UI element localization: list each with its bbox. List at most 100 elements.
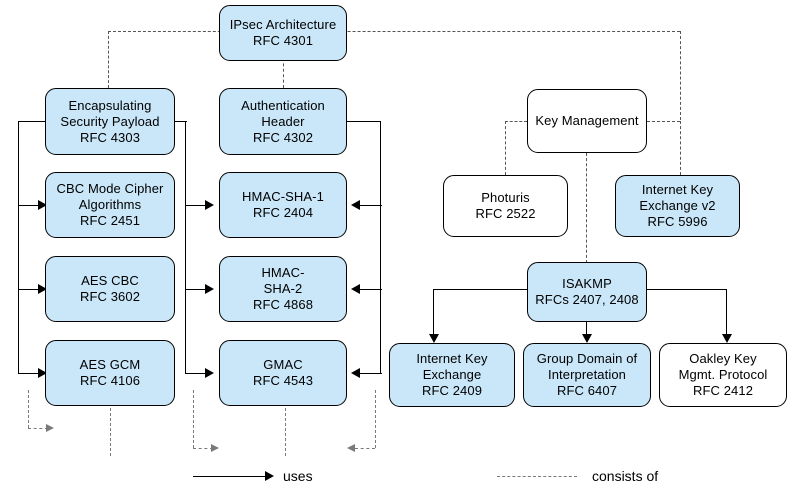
node-authentication-header[interactable]: Authentication Header RFC 4302 xyxy=(219,88,347,155)
node-line: Exchange v2 xyxy=(639,198,716,213)
edge-tail-ah-v xyxy=(193,390,194,448)
edge-col2-in-hmacsha1 xyxy=(185,205,207,207)
edge-isakmp-right-stub xyxy=(647,289,727,291)
node-oakley-key-mgmt-protocol[interactable]: Oakley Key Mgmt. Protocol RFC 2412 xyxy=(659,343,787,407)
edge-keymgmt-to-photuris xyxy=(505,121,506,175)
edge-isakmp-to-oakley xyxy=(726,289,728,336)
edge-ipsec-to-esp xyxy=(108,31,109,88)
edge-tail-esp-v xyxy=(28,390,29,428)
edge-col2-spine xyxy=(185,121,187,373)
arrow-col2-in-hmacsha1 xyxy=(205,200,214,210)
node-line: AES CBC xyxy=(81,273,139,288)
edge-col2-in-hmacsha2 xyxy=(185,289,207,291)
edge-isakmp-to-gdoi xyxy=(586,310,588,336)
node-ipsec-architecture[interactable]: IPsec Architecture RFC 4301 xyxy=(219,5,347,61)
edge-keymgmt-to-ikev2 xyxy=(680,121,681,175)
arrow-isakmp-to-ike xyxy=(429,334,439,343)
arrow-ah-to-gmac xyxy=(351,368,360,378)
node-line: AES GCM xyxy=(79,357,141,372)
edge-ah-to-hmacsha2 xyxy=(360,289,382,291)
node-line: RFCs 2407, 2408 xyxy=(535,292,639,307)
node-line: Photuris xyxy=(481,190,530,205)
node-hmac-sha-1[interactable]: HMAC-SHA-1 RFC 2404 xyxy=(219,172,347,238)
arrow-isakmp-to-oakley xyxy=(722,334,732,343)
arrow-ah-to-hmacsha2 xyxy=(351,284,360,294)
node-line: Encapsulating xyxy=(68,97,152,113)
node-line: RFC 4868 xyxy=(252,297,314,312)
node-line: RFC 5996 xyxy=(647,214,708,229)
edge-isakmp-left-stub xyxy=(433,289,527,291)
edge-esp-to-aesgcm xyxy=(18,373,40,375)
node-line: RFC 2412 xyxy=(692,383,754,398)
edge-keymgmt-bus-right xyxy=(647,121,680,122)
legend-uses-arrow xyxy=(265,471,274,481)
node-line: Interpretation xyxy=(547,367,626,382)
arrow-esp-to-aescbc xyxy=(38,284,47,294)
arrow-esp-to-aesgcm xyxy=(38,368,47,378)
node-line: HMAC-SHA-1 xyxy=(242,189,324,204)
edge-ipsec-to-ah xyxy=(283,58,284,88)
node-line: Exchange xyxy=(422,367,482,382)
node-line: RFC 2409 xyxy=(421,383,483,398)
node-line: Security Payload xyxy=(60,113,160,129)
legend-uses-label: uses xyxy=(283,468,313,484)
arrow-tail-right xyxy=(347,444,355,452)
edge-ah-to-hmacsha1 xyxy=(360,205,382,207)
arrow-isakmp-to-gdoi xyxy=(582,334,592,343)
node-line: RFC 2451 xyxy=(79,213,141,228)
edge-col2-in-gmac xyxy=(185,373,207,375)
node-encapsulating-security-payload[interactable]: Encapsulating Security Payload RFC 4303 xyxy=(45,88,175,155)
node-photuris[interactable]: Photuris RFC 2522 xyxy=(443,175,568,237)
edge-tail-esp-h xyxy=(28,428,48,429)
node-line: RFC 4303 xyxy=(79,129,141,145)
node-line: IPsec Architecture xyxy=(229,17,337,32)
node-line: Group Domain of xyxy=(536,351,638,366)
node-hmac-sha-2[interactable]: HMAC- SHA-2 RFC 4868 xyxy=(219,256,347,322)
node-line: Mgmt. Protocol xyxy=(678,367,768,382)
arrow-ah-to-hmacsha1 xyxy=(351,200,360,210)
node-line: RFC 4302 xyxy=(252,129,314,145)
edge-col2-spine-stub xyxy=(175,121,187,123)
legend-consists-of-label: consists of xyxy=(592,468,659,484)
edge-esp-to-aescbc xyxy=(18,289,40,291)
node-line: Key Management xyxy=(535,113,639,128)
edge-esp-spine xyxy=(18,121,20,373)
node-line: RFC 4543 xyxy=(252,373,314,388)
node-line: RFC 2522 xyxy=(475,206,536,221)
node-line: RFC 3602 xyxy=(79,289,141,304)
arrow-tail-ah xyxy=(211,444,219,452)
node-aes-cbc[interactable]: AES CBC RFC 3602 xyxy=(45,256,175,322)
node-line: Algorithms xyxy=(78,197,142,212)
node-aes-gcm[interactable]: AES GCM RFC 4106 xyxy=(45,340,175,406)
node-group-domain-of-interpretation[interactable]: Group Domain of Interpretation RFC 6407 xyxy=(523,343,651,407)
node-line: HMAC- xyxy=(261,265,305,280)
node-line: ISAKMP xyxy=(562,276,612,291)
node-line: Internet Key xyxy=(416,351,488,366)
node-line: Oakley Key xyxy=(689,351,757,366)
arrow-esp-to-cbc xyxy=(38,200,47,210)
edge-tail-mid-v xyxy=(285,398,286,456)
edge-ah-spine xyxy=(380,121,382,373)
node-line: Internet Key xyxy=(641,182,714,197)
arrow-col2-in-hmacsha2 xyxy=(205,284,214,294)
node-line: RFC 4106 xyxy=(79,373,141,388)
node-line: Header xyxy=(261,113,305,129)
node-key-management[interactable]: Key Management xyxy=(527,89,647,153)
edge-tail-right-h xyxy=(355,448,375,449)
node-line: Authentication xyxy=(241,97,325,113)
edge-keymgmt-bus-left xyxy=(505,121,527,122)
arrow-col2-in-gmac xyxy=(205,368,214,378)
edge-tail-right-v xyxy=(375,390,376,448)
node-internet-key-exchange-v2[interactable]: Internet Key Exchange v2 RFC 5996 xyxy=(615,175,740,237)
legend-consists-of-line xyxy=(497,476,577,477)
node-internet-key-exchange[interactable]: Internet Key Exchange RFC 2409 xyxy=(389,343,515,407)
edge-keymgmt-to-isakmp xyxy=(586,153,587,263)
node-isakmp[interactable]: ISAKMP RFCs 2407, 2408 xyxy=(527,262,647,322)
node-line: SHA-2 xyxy=(263,281,303,296)
node-line: RFC 4301 xyxy=(252,33,314,48)
legend-uses-line xyxy=(193,476,268,478)
node-cbc-mode-cipher-algorithms[interactable]: CBC Mode Cipher Algorithms RFC 2451 xyxy=(45,172,175,238)
edge-ipsec-to-keymgmt xyxy=(680,31,681,120)
node-gmac[interactable]: GMAC RFC 4543 xyxy=(219,340,347,406)
